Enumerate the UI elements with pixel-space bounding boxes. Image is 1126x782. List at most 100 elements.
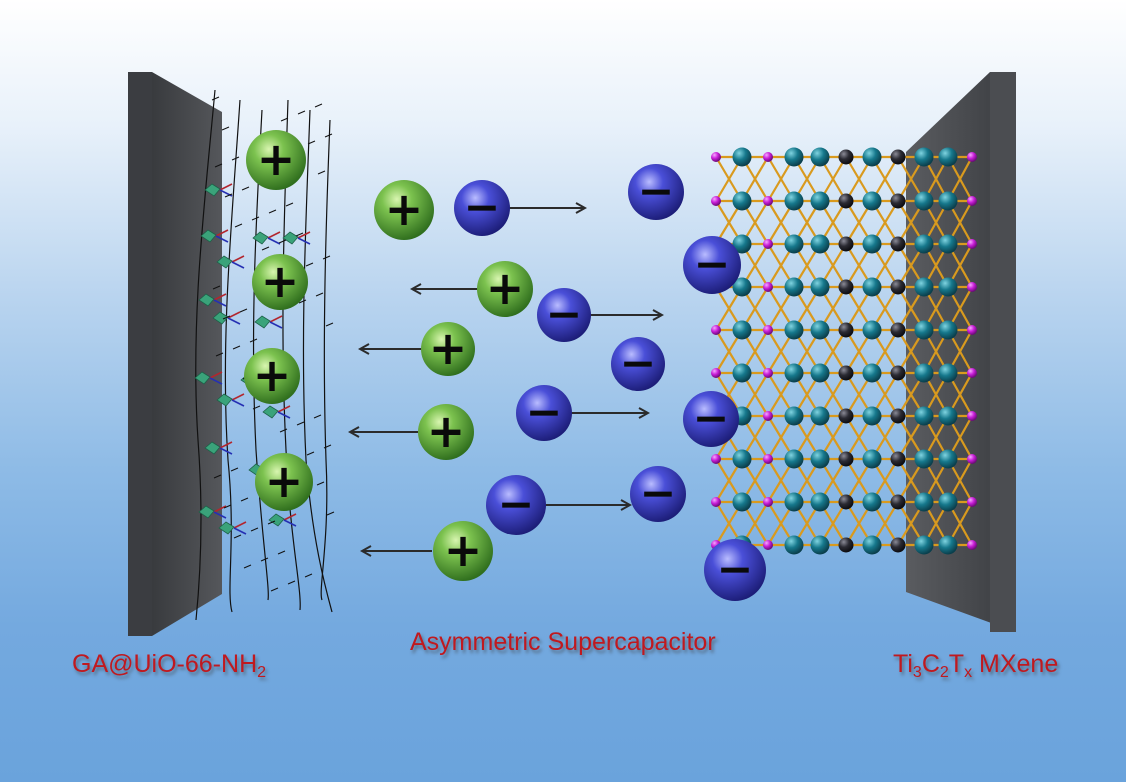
linker-bond — [233, 527, 247, 535]
mxene-atom — [838, 236, 854, 252]
linker-bond — [215, 229, 229, 237]
mxene-atom — [810, 320, 830, 340]
anion-sphere — [516, 385, 572, 441]
linker-bond — [213, 511, 227, 519]
mesh-strand — [212, 285, 221, 290]
mxene-atom — [784, 492, 804, 512]
minus-sign: − — [640, 468, 677, 519]
linker-bond — [297, 231, 311, 239]
linker-bond — [269, 315, 283, 323]
mof-cluster — [282, 231, 299, 245]
linker-bond — [213, 505, 227, 513]
minus-sign: − — [498, 479, 535, 530]
label-right-t-sub: x — [964, 664, 973, 681]
mesh-strand — [324, 133, 333, 138]
mesh-strand — [296, 421, 305, 426]
mxene-atom — [938, 320, 958, 340]
mxene-atom — [838, 537, 854, 553]
linker-bond — [219, 447, 233, 455]
mxene-atom — [763, 454, 773, 464]
mxene-atom — [914, 277, 934, 297]
mesh-strand — [261, 246, 270, 251]
mxene-atom — [914, 406, 934, 426]
mxene-atom — [890, 236, 906, 252]
mxene-atom — [784, 234, 804, 254]
linker-bond — [277, 411, 291, 419]
mxene-atom — [784, 147, 804, 167]
plus-sign: + — [385, 182, 424, 236]
mxene-atom — [938, 492, 958, 512]
anion-sphere — [683, 236, 741, 294]
mesh-strand — [241, 186, 250, 191]
linker-bond — [277, 405, 291, 413]
anion-ion: − — [683, 391, 739, 447]
mesh-strand — [306, 451, 315, 456]
mxene-atom — [838, 322, 854, 338]
mesh-strand — [322, 255, 331, 260]
mxene-atom — [938, 363, 958, 383]
mxene-atom — [862, 535, 882, 555]
mesh-strand — [270, 587, 279, 592]
linker-bond — [267, 231, 281, 239]
mof-cluster — [216, 393, 233, 407]
mxene-atom — [890, 451, 906, 467]
minus-sign: − — [693, 393, 730, 444]
mxene-atom — [967, 282, 977, 292]
cation-sphere — [244, 348, 300, 404]
linker-bond — [219, 441, 233, 449]
mesh-strand — [234, 223, 243, 228]
mxene-atom — [784, 363, 804, 383]
anion-sphere — [537, 288, 591, 342]
mxene-atom — [914, 191, 934, 211]
mof-cluster — [204, 441, 221, 455]
mxene-atom — [967, 152, 977, 162]
mxene-atom — [732, 147, 752, 167]
mxene-atom — [711, 152, 721, 162]
mxene-atom — [890, 193, 906, 209]
cation-sphere — [421, 322, 475, 376]
mesh-strand — [287, 580, 296, 585]
mesh-strand — [243, 564, 252, 569]
label-right-ti-sub: 3 — [912, 664, 922, 681]
mxene-atom — [862, 147, 882, 167]
mxene-atom — [810, 535, 830, 555]
anion-ion: − — [628, 164, 684, 220]
mxene-atom — [890, 149, 906, 165]
mesh-strand — [268, 209, 277, 214]
mxene-atom — [914, 234, 934, 254]
mxene-atom — [763, 282, 773, 292]
mxene-atom — [784, 449, 804, 469]
mxene-atom — [810, 234, 830, 254]
linker-bond — [231, 399, 245, 407]
cation-ion: + — [421, 321, 475, 376]
mxene-atom — [938, 449, 958, 469]
mxene-atom — [914, 535, 934, 555]
mxene-atom — [862, 277, 882, 297]
label-left-text: GA@UiO-66-NH — [72, 650, 258, 678]
mesh-strand — [249, 338, 258, 343]
plus-sign: + — [429, 321, 468, 375]
mxene-atom — [810, 363, 830, 383]
mof-cluster — [198, 505, 215, 519]
cation-sphere — [252, 254, 308, 310]
mxene-atom — [763, 196, 773, 206]
linker-bond — [297, 237, 311, 245]
label-right-c: C — [921, 650, 940, 678]
anion-ion: − — [683, 236, 741, 294]
mxene-atom — [967, 497, 977, 507]
plus-sign: + — [257, 132, 296, 186]
mxene-lattice — [711, 147, 977, 555]
mxene-atom — [784, 320, 804, 340]
mxene-atom — [862, 234, 882, 254]
mesh-strand — [233, 534, 242, 539]
linker-bond — [269, 321, 283, 329]
cation-ion: + — [255, 453, 313, 511]
mxene-atom — [784, 535, 804, 555]
plus-sign: + — [253, 348, 292, 402]
mxene-atom — [810, 191, 830, 211]
mxene-atom — [914, 363, 934, 383]
mxene-atom — [862, 191, 882, 211]
mxene-atom — [967, 325, 977, 335]
mxene-atom — [938, 406, 958, 426]
